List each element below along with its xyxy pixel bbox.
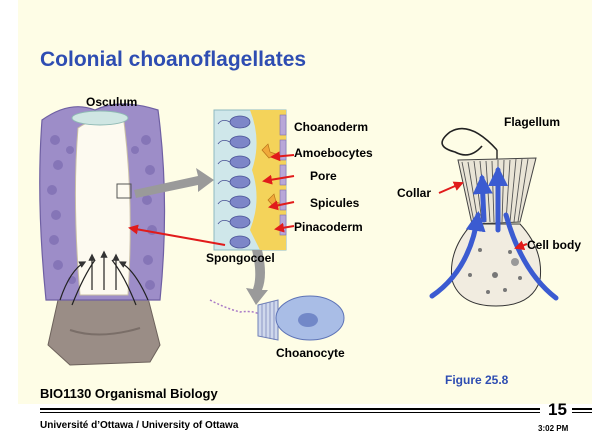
label-amoebocytes: Amoebocytes: [294, 146, 373, 160]
footer-rule: [40, 408, 540, 410]
label-collar: Collar: [397, 186, 431, 200]
university-name: Université d’Ottawa / University of Otta…: [40, 420, 238, 431]
label-choanoderm: Choanoderm: [294, 120, 368, 134]
sponge-illustration: [40, 104, 165, 365]
spongocoel-cavity: [75, 118, 130, 295]
choanoflagellate-cell-illustration: [432, 129, 556, 306]
footer-rule-right: [572, 408, 592, 410]
timestamp: 3:02 PM: [538, 424, 568, 433]
label-cell-body: Cell body: [527, 238, 581, 252]
footer-rule-right-thin: [572, 412, 592, 413]
slide-title: Colonial choanoflagellates: [40, 48, 306, 72]
label-flagellum: Flagellum: [504, 115, 560, 129]
label-spicules: Spicules: [310, 196, 359, 210]
footer-rule-thin: [40, 412, 540, 413]
osculum-opening: [72, 111, 128, 125]
label-pore: Pore: [310, 169, 337, 183]
flagellum-line: [442, 129, 497, 155]
label-pinacoderm: Pinacoderm: [294, 220, 363, 234]
figure-reference: Figure 25.8: [445, 373, 508, 387]
label-spongocoel: Spongocoel: [206, 251, 275, 265]
page-number: 15: [548, 400, 567, 420]
course-name: BIO1130 Organismal Biology: [40, 386, 218, 401]
label-osculum: Osculum: [86, 95, 137, 109]
label-choanocyte: Choanocyte: [276, 346, 345, 360]
choanocyte-illustration: [210, 296, 344, 340]
